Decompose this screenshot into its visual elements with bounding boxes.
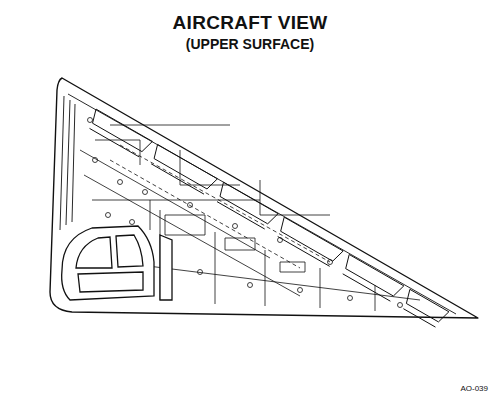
elevon-panel: [220, 182, 278, 224]
airframe-outline: [50, 78, 478, 318]
panel-hinge: [90, 128, 139, 156]
access-hole: [106, 213, 111, 218]
access-hole: [298, 288, 303, 293]
elevon-panel: [406, 289, 449, 322]
elevon-panel: [281, 217, 343, 261]
panel-hinge: [151, 164, 204, 194]
title: AIRCRAFT VIEW: [0, 12, 500, 34]
panel-hinge: [403, 309, 435, 327]
left-edge-strip: [66, 100, 75, 225]
access-hole: [248, 283, 253, 288]
access-hole: [198, 270, 203, 275]
access-hole: [348, 296, 353, 301]
access-hole: [93, 158, 98, 163]
panel-hinge: [343, 274, 391, 301]
subtitle: (UPPER SURFACE): [0, 36, 500, 52]
access-hole: [130, 220, 135, 225]
access-hole: [233, 224, 238, 229]
panel-hinge: [217, 202, 265, 229]
access-hole: [328, 260, 333, 265]
elevon-panel: [93, 109, 153, 152]
drawing-number: AO-039: [460, 384, 488, 393]
access-hole: [143, 190, 148, 195]
access-hole: [278, 238, 283, 243]
access-hole: [188, 203, 193, 208]
cockpit: [62, 226, 172, 300]
inner-edge: [60, 94, 456, 314]
elevon-panel: [154, 144, 217, 189]
access-hole: [118, 180, 123, 185]
access-hole: [88, 118, 93, 123]
access-hole: [398, 303, 403, 308]
